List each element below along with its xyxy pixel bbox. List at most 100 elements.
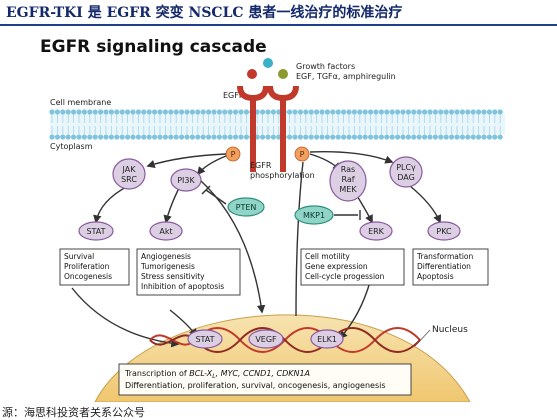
lipid-head [438, 134, 444, 140]
lipid-head [476, 134, 482, 140]
lipid-head [368, 109, 374, 115]
lipid-head [195, 109, 201, 115]
inhibition-marks [201, 185, 361, 220]
svg-text:P: P [231, 150, 236, 159]
lipid-head [449, 134, 455, 140]
lipid-head [346, 109, 352, 115]
lipid-head [341, 109, 347, 115]
svg-text:STAT: STAT [86, 227, 105, 236]
lipid-head [314, 109, 320, 115]
lipid-head [308, 109, 314, 115]
lipid-head [465, 109, 471, 115]
node-ras-raf-mek: Ras Raf MEK [329, 160, 367, 202]
svg-text:Angiogenesis: Angiogenesis [141, 252, 191, 261]
lipid-head [378, 109, 384, 115]
transcription-line-1: Transcription of BCL-XL, MYC, CCND1, CDK… [124, 369, 310, 380]
lipid-head [324, 134, 330, 140]
lipid-head [60, 109, 66, 115]
lipid-head [297, 109, 303, 115]
lipid-head [287, 134, 293, 140]
lipid-head [330, 109, 336, 115]
lipid-head [65, 109, 71, 115]
lipid-head [427, 109, 433, 115]
svg-text:ERK: ERK [368, 227, 385, 236]
svg-text:Inhibition of apoptosis: Inhibition of apoptosis [141, 282, 224, 291]
lipid-head [303, 134, 309, 140]
lipid-head [168, 134, 174, 140]
lipid-head [49, 134, 55, 140]
lipid-head [125, 134, 131, 140]
phosphorylation-label-1: EGFR [250, 161, 272, 170]
lipid-head [292, 134, 298, 140]
lipid-head [362, 134, 368, 140]
svg-text:PTEN: PTEN [236, 203, 257, 212]
svg-text:Stress sensitivity: Stress sensitivity [141, 272, 205, 281]
lipid-head [179, 109, 185, 115]
lipid-head [157, 134, 163, 140]
lipid-head [270, 134, 276, 140]
svg-text:Apoptosis: Apoptosis [417, 272, 454, 281]
lipid-head [389, 109, 395, 115]
lipid-head [119, 134, 125, 140]
lipid-head [243, 134, 249, 140]
stat-outcome-box: Survival Proliferation Oncogenesis [59, 248, 130, 286]
lipid-head [114, 109, 120, 115]
lipid-head [481, 134, 487, 140]
membrane-core [50, 114, 505, 134]
lipid-head [341, 134, 347, 140]
lipid-head [92, 109, 98, 115]
svg-text:PLCγ: PLCγ [396, 163, 416, 172]
lipid-head [357, 134, 363, 140]
pkc-outcome-box: Transformation Differentiation Apoptosis [412, 248, 489, 286]
lipid-head [141, 109, 147, 115]
lipid-head [314, 134, 320, 140]
lipid-head [152, 109, 158, 115]
node-akt: Akt [149, 221, 183, 241]
lipid-head [98, 109, 104, 115]
lipid-head [189, 134, 195, 140]
svg-text:Cell motility: Cell motility [305, 252, 350, 261]
egfr-diagram: Nucleus EGFR signaling cascade Growth fa… [40, 37, 505, 402]
svg-text:Differentiation: Differentiation [417, 262, 471, 271]
lipid-head [454, 134, 460, 140]
svg-text:MKP1: MKP1 [303, 211, 325, 220]
lipid-head [76, 109, 82, 115]
lipid-head [308, 134, 314, 140]
lipid-head [411, 134, 417, 140]
lipid-head [427, 134, 433, 140]
lipid-head [351, 109, 357, 115]
lipid-head [200, 134, 206, 140]
lipid-head [346, 134, 352, 140]
lipid-head [443, 109, 449, 115]
lipid-head [162, 134, 168, 140]
title-divider [0, 24, 557, 26]
lipid-head [227, 134, 233, 140]
lipid-head [422, 134, 428, 140]
lipid-head [152, 134, 158, 140]
node-pkc: PKC [427, 221, 461, 241]
lipid-head [216, 134, 222, 140]
akt-outcome-box: Angiogenesis Tumorigenesis Stress sensit… [136, 248, 241, 296]
lipid-head [157, 109, 163, 115]
lipid-head [146, 109, 152, 115]
lipid-head [465, 134, 471, 140]
svg-text:ELK1: ELK1 [317, 335, 337, 344]
node-jak-src: JAK SRC [112, 158, 146, 190]
lipid-head [238, 109, 244, 115]
lipid-head [265, 134, 271, 140]
source-note: 源：海思科投资者关系公众号 [2, 406, 145, 419]
phospho-mark-left: P [225, 146, 241, 162]
lipid-head [60, 134, 66, 140]
lipid-head [135, 109, 141, 115]
lipid-head [416, 109, 422, 115]
svg-text:Survival: Survival [64, 252, 94, 261]
tf-elk1: ELK1 [310, 329, 344, 349]
lipid-head [292, 109, 298, 115]
lipid-head [98, 134, 104, 140]
svg-text:VEGF: VEGF [255, 335, 277, 344]
lipid-head [357, 109, 363, 115]
lipid-head [71, 134, 77, 140]
lipid-head [492, 134, 498, 140]
lipid-head [81, 109, 87, 115]
lipid-head [233, 109, 239, 115]
